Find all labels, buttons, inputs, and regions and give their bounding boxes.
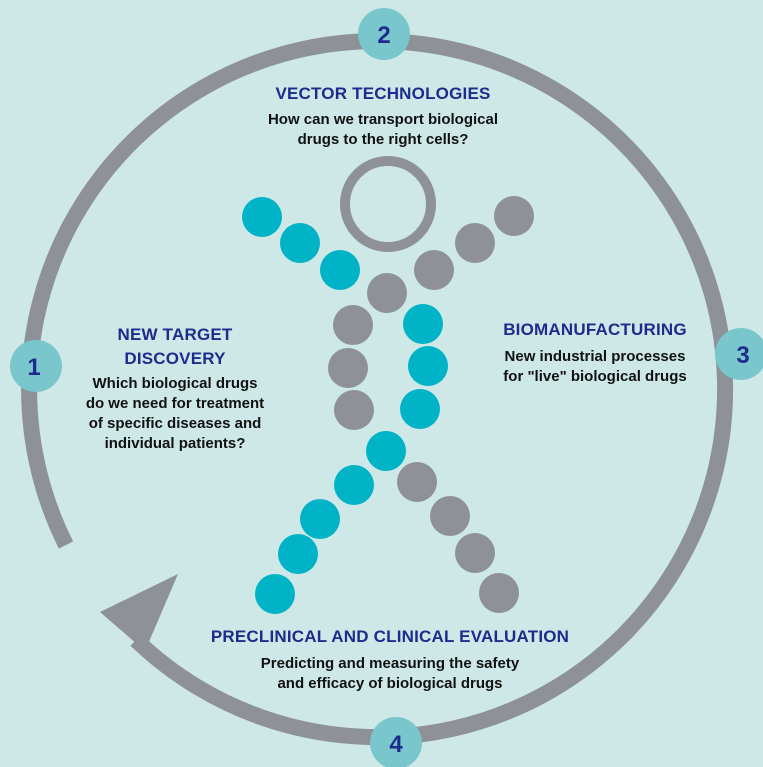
- step-number: 2: [377, 22, 390, 49]
- step-title: PRECLINICAL AND CLINICAL EVALUATION: [210, 627, 570, 646]
- teal-bead: [242, 197, 282, 237]
- gray-bead: [430, 496, 470, 536]
- step-number: 4: [389, 731, 403, 758]
- teal-bead: [408, 346, 448, 386]
- gray-bead: [414, 250, 454, 290]
- teal-bead: [400, 389, 440, 429]
- step-number: 1: [27, 354, 40, 381]
- teal-bead: [334, 465, 374, 505]
- gray-bead: [455, 223, 495, 263]
- teal-bead: [320, 250, 360, 290]
- teal-bead: [255, 574, 295, 614]
- teal-bead: [403, 304, 443, 344]
- teal-strand: [242, 197, 448, 614]
- gray-bead: [334, 390, 374, 430]
- gray-bead: [479, 573, 519, 613]
- teal-bead: [280, 223, 320, 263]
- cycle-arrowhead-icon: [100, 574, 178, 651]
- gray-bead: [328, 348, 368, 388]
- step-number: 3: [736, 342, 749, 369]
- teal-bead: [278, 534, 318, 574]
- gray-strand: [328, 196, 534, 613]
- figure-head-icon: [340, 156, 436, 252]
- gray-bead: [367, 273, 407, 313]
- teal-bead: [366, 431, 406, 471]
- gray-bead: [455, 533, 495, 573]
- step-badge-3: 3: [715, 328, 763, 380]
- step-title: BIOMANUFACTURING: [503, 320, 687, 339]
- gray-bead: [397, 462, 437, 502]
- step-badge-2: 2: [358, 8, 410, 60]
- step-badge-1: 1: [10, 340, 62, 392]
- gray-bead: [333, 305, 373, 345]
- step-title: VECTOR TECHNOLOGIES: [275, 84, 491, 103]
- step-badge-4: 4: [370, 717, 422, 767]
- cycle-ring: [21, 33, 734, 746]
- gray-bead: [494, 196, 534, 236]
- teal-bead: [300, 499, 340, 539]
